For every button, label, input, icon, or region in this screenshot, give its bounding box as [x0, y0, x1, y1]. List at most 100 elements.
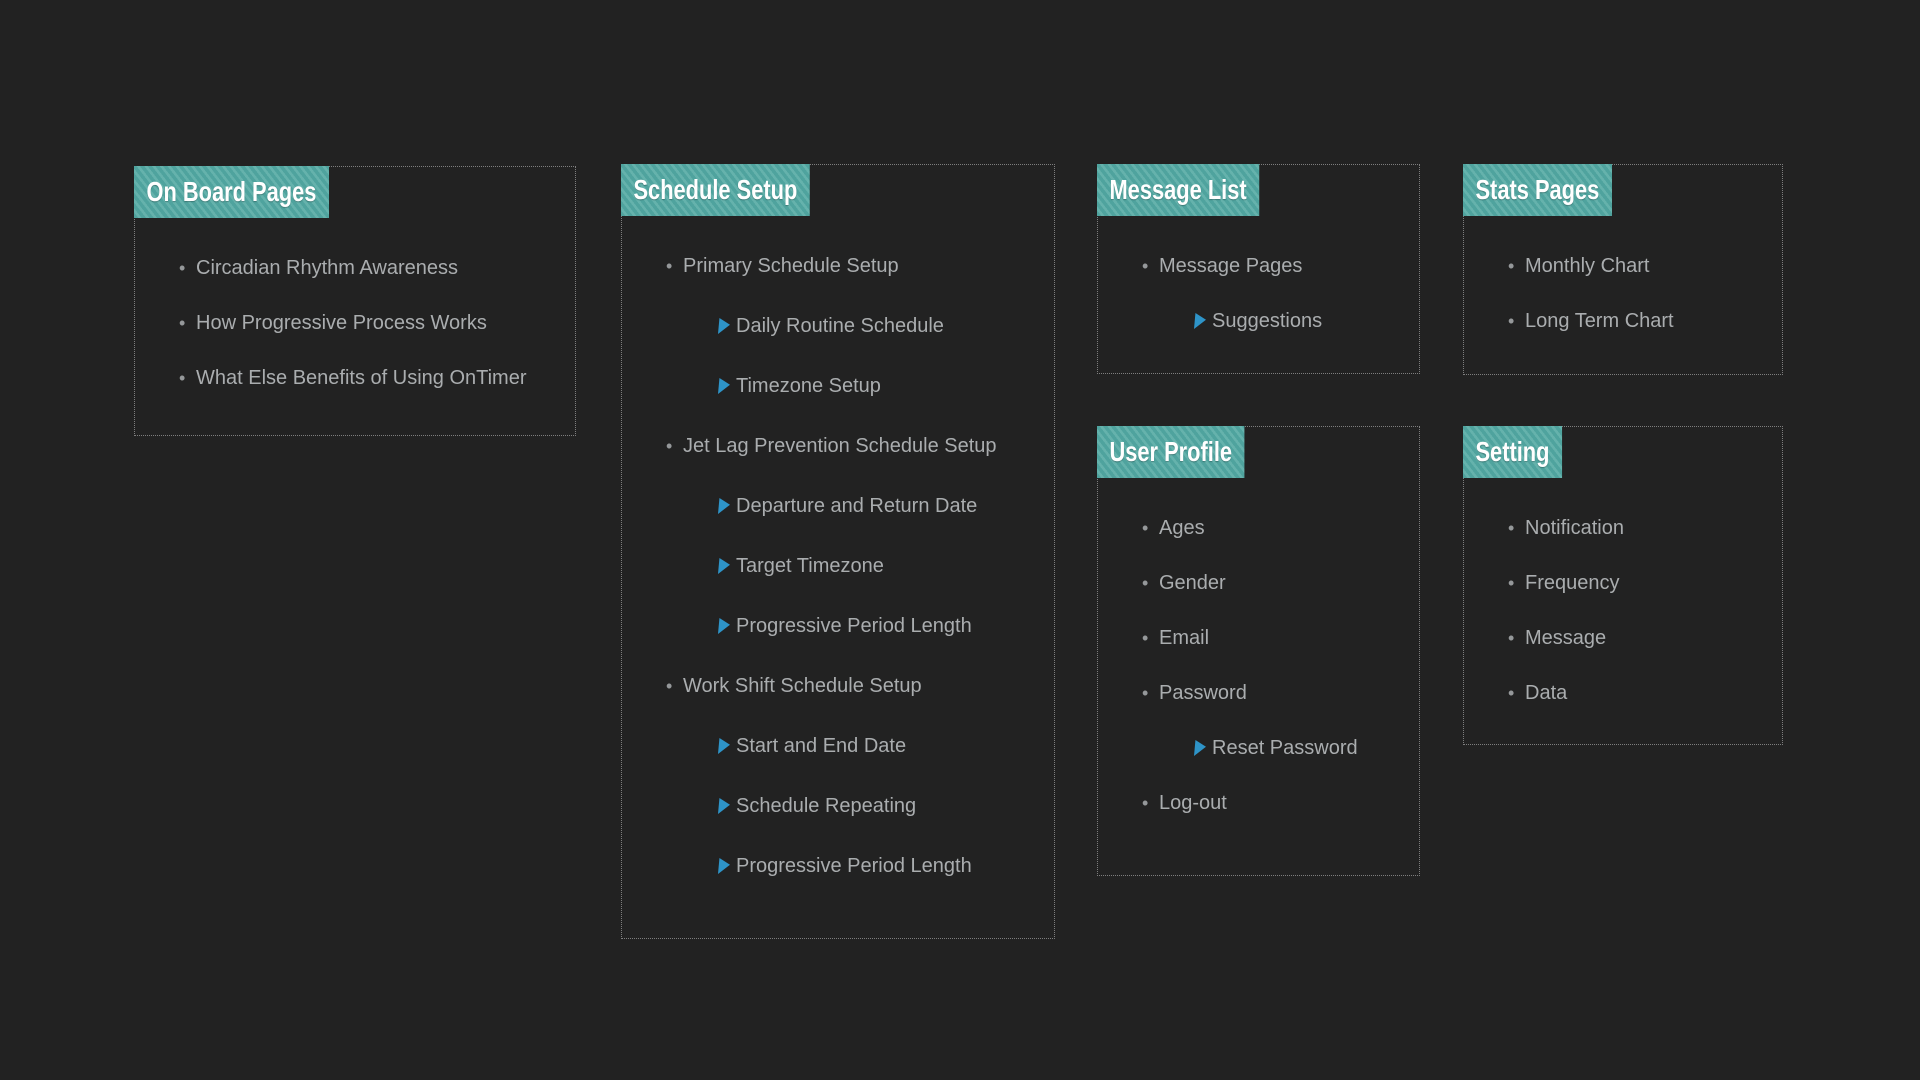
list-item-label: What Else Benefits of Using OnTimer [196, 367, 527, 389]
list-item: • Data [1464, 680, 1782, 706]
list-item: • Jet Lag Prevention Schedule Setup [622, 433, 1054, 459]
list-item-label: Departure and Return Date [736, 495, 978, 517]
dot-bullet-icon: • [179, 368, 186, 388]
panel-on-board-pages: On Board Pages•Circadian Rhythm Awarenes… [134, 166, 576, 436]
dot-bullet-icon: • [1142, 573, 1149, 593]
arrow-bullet-icon [718, 798, 730, 814]
list-item-label: Jet Lag Prevention Schedule Setup [683, 435, 997, 457]
panel-title: On Board Pages [134, 166, 329, 218]
list-item-label: Message [1525, 627, 1607, 649]
dot-bullet-icon: • [1508, 518, 1515, 538]
dot-bullet-icon: • [1142, 256, 1149, 276]
dot-bullet-icon: • [666, 436, 673, 456]
dot-bullet-icon: • [666, 256, 673, 276]
dot-bullet-icon: • [666, 676, 673, 696]
panel-title: User Profile [1097, 426, 1245, 478]
list-item: • Gender [1098, 570, 1419, 596]
list-item-label: How Progressive Process Works [196, 312, 487, 334]
list-item: Daily Routine Schedule [622, 313, 1054, 339]
list-item-label: Progressive Period Length [736, 855, 972, 877]
list-item-label: Timezone Setup [736, 375, 881, 397]
dot-bullet-icon: • [1142, 518, 1149, 538]
list-item: Progressive Period Length [622, 613, 1054, 639]
list-item: Progressive Period Length [622, 853, 1054, 879]
arrow-bullet-icon [718, 498, 730, 514]
list-item: • Log-out [1098, 790, 1419, 816]
list-item-label: Email [1159, 627, 1210, 649]
list-item-label: Target Timezone [736, 555, 884, 577]
panel-title: Message List [1097, 164, 1260, 216]
dot-bullet-icon: • [1508, 311, 1515, 331]
list-item: •Circadian Rhythm Awareness [135, 255, 575, 281]
arrow-bullet-icon [718, 318, 730, 334]
arrow-bullet-icon [1194, 740, 1206, 756]
list-item-label: Ages [1159, 517, 1205, 539]
list-item-label: Notification [1525, 517, 1624, 539]
list-item: • Password [1098, 680, 1419, 706]
list-item-label: Primary Schedule Setup [683, 255, 899, 277]
list-item: • Message [1464, 625, 1782, 651]
list-item: • Ages [1098, 515, 1419, 541]
dot-bullet-icon: • [1508, 256, 1515, 276]
list-item-label: Monthly Chart [1525, 255, 1650, 277]
dot-bullet-icon: • [1142, 683, 1149, 703]
list-item-label: Daily Routine Schedule [736, 315, 944, 337]
dot-bullet-icon: • [1508, 573, 1515, 593]
list-item: Target Timezone [622, 553, 1054, 579]
list-item: Start and End Date [622, 733, 1054, 759]
list-item: • Work Shift Schedule Setup [622, 673, 1054, 699]
dot-bullet-icon: • [1142, 628, 1149, 648]
list-item: • Email [1098, 625, 1419, 651]
list-item: • How Progressive Process Works [135, 310, 575, 336]
panel-stats-pages: Stats Pages • Monthly Chart •Long Term Char… [1463, 164, 1783, 375]
list-item: Departure and Return Date [622, 493, 1054, 519]
list-item-label: Gender [1159, 572, 1226, 594]
list-item: • Frequency [1464, 570, 1782, 596]
list-item: Timezone Setup [622, 373, 1054, 399]
list-item-label: Suggestions [1212, 310, 1323, 332]
panel-title: Stats Pages [1463, 164, 1612, 216]
list-item-label: Progressive Period Length [736, 615, 972, 637]
dot-bullet-icon: • [1508, 683, 1515, 703]
list-item: Schedule Repeating [622, 793, 1054, 819]
list-item: • What Else Benefits of Using OnTimer [135, 365, 575, 391]
list-item: Reset Password [1098, 735, 1419, 761]
list-item: •Long Term Chart [1464, 308, 1782, 334]
list-item-label: Work Shift Schedule Setup [683, 675, 922, 697]
list-item-label: Reset Password [1212, 737, 1358, 759]
panel-item-list: • Notification • Frequency • Message • Data [1464, 427, 1782, 706]
list-item: • Primary Schedule Setup [622, 253, 1054, 279]
list-item-label: Schedule Repeating [736, 795, 917, 817]
list-item: • Message Pages [1098, 253, 1419, 279]
dot-bullet-icon: • [1142, 793, 1149, 813]
arrow-bullet-icon [718, 858, 730, 874]
panel-item-list: • Monthly Chart •Long Term Chart [1464, 165, 1782, 334]
dot-bullet-icon: • [179, 258, 186, 278]
list-item-label: Data [1525, 682, 1568, 704]
arrow-bullet-icon [718, 378, 730, 394]
list-item-label: Start and End Date [736, 735, 907, 757]
arrow-bullet-icon [718, 618, 730, 634]
panel-title: Setting [1463, 426, 1562, 478]
list-item: Suggestions [1098, 308, 1419, 334]
dot-bullet-icon: • [1508, 628, 1515, 648]
arrow-bullet-icon [718, 738, 730, 754]
arrow-bullet-icon [718, 558, 730, 574]
list-item-label: Password [1159, 682, 1247, 704]
list-item-label: Message Pages [1159, 255, 1303, 277]
panel-setting: Setting • Notification • Frequency • Message • D… [1463, 426, 1783, 745]
panel-item-list: •Circadian Rhythm Awareness•How Progress… [135, 167, 575, 391]
list-item: • Monthly Chart [1464, 253, 1782, 279]
dot-bullet-icon: • [179, 313, 186, 333]
list-item-label: Log-out [1159, 792, 1227, 814]
list-item-label: Frequency [1525, 572, 1620, 594]
arrow-bullet-icon [1194, 313, 1206, 329]
list-item: • Notification [1464, 515, 1782, 541]
